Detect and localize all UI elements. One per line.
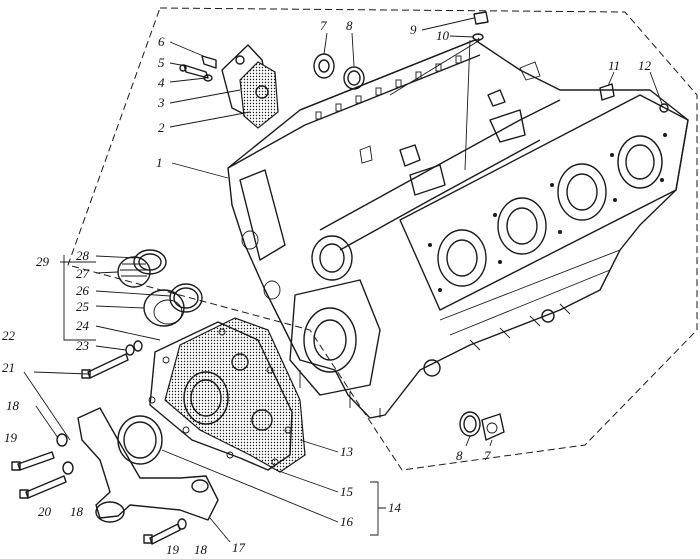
washer-10 xyxy=(472,33,484,41)
callout-18-left: 18 xyxy=(6,398,20,413)
plug-11 xyxy=(599,83,615,101)
bolt-22 xyxy=(81,353,129,379)
bolt-19-bottom xyxy=(143,523,181,545)
plug-7-upper xyxy=(313,53,335,79)
callout-22: 22 xyxy=(2,328,16,343)
head-bolt-holes xyxy=(428,133,667,292)
callout-17: 17 xyxy=(232,540,246,555)
callout-14: 14 xyxy=(388,500,402,515)
callout-23: 23 xyxy=(76,338,90,353)
leader-lines xyxy=(23,17,663,543)
callout-29: 29 xyxy=(36,254,50,269)
callout-8-bottom: 8 xyxy=(456,448,463,463)
front-face xyxy=(239,169,381,396)
callout-5: 5 xyxy=(158,55,165,70)
callout-19-bottom: 19 xyxy=(166,542,180,557)
callout-labels: 1 2 3 4 5 6 7 8 9 10 11 12 13 14 15 16 1… xyxy=(2,18,652,557)
callout-24: 24 xyxy=(76,318,90,333)
engine-block xyxy=(227,39,689,419)
callout-6: 6 xyxy=(158,34,165,49)
callout-27: 27 xyxy=(76,266,90,281)
callout-2: 2 xyxy=(158,120,165,135)
callout-13: 13 xyxy=(340,444,354,459)
callout-8-top: 8 xyxy=(346,18,353,33)
engine-mount-bracket-17 xyxy=(77,407,219,523)
callout-10: 10 xyxy=(436,28,450,43)
callout-18-mid: 18 xyxy=(70,504,84,519)
callout-18-bottom: 18 xyxy=(194,542,208,557)
callout-1: 1 xyxy=(156,155,163,170)
callout-15: 15 xyxy=(340,484,354,499)
washer-23 xyxy=(125,340,143,356)
callout-11: 11 xyxy=(608,58,620,73)
assembly-boundary xyxy=(67,7,698,471)
bolt-5 xyxy=(179,64,209,79)
washer-18-left xyxy=(56,433,68,447)
callout-9: 9 xyxy=(410,22,417,37)
stud-6 xyxy=(201,55,217,69)
front-cover-13 xyxy=(148,321,293,471)
front-gasket-24 xyxy=(164,317,306,473)
cylinder-bores xyxy=(437,135,663,287)
plug-9 xyxy=(473,11,489,25)
seal-ring-26 xyxy=(169,283,203,313)
gasket-3 xyxy=(239,61,279,129)
deck-studs xyxy=(315,55,462,120)
washer-18-bottom xyxy=(177,518,187,530)
callout-16: 16 xyxy=(340,514,354,529)
callout-19-left: 19 xyxy=(4,430,18,445)
plug-7-lower xyxy=(481,413,505,441)
seal-ring-8-upper xyxy=(343,66,365,90)
callout-20: 20 xyxy=(38,504,52,519)
bolt-20 xyxy=(19,475,67,499)
bolt-19-left xyxy=(11,451,55,471)
seal-ring-8-lower xyxy=(459,411,481,437)
crank-seal-16 xyxy=(117,415,163,465)
callout-4: 4 xyxy=(158,75,165,90)
callout-26: 26 xyxy=(76,283,90,298)
callout-25: 25 xyxy=(76,299,90,314)
callout-7-bottom: 7 xyxy=(484,448,491,463)
callout-21: 21 xyxy=(2,360,15,375)
callout-28: 28 xyxy=(76,248,90,263)
callout-3: 3 xyxy=(157,95,165,110)
washer-18-mid xyxy=(62,461,74,475)
washer-12 xyxy=(659,103,669,113)
callout-12: 12 xyxy=(638,58,652,73)
callout-7-top: 7 xyxy=(320,18,327,33)
